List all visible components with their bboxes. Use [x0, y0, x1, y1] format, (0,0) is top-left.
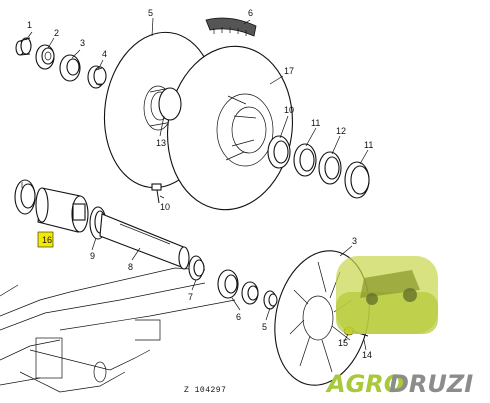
chassis-sketch	[0, 267, 236, 393]
callout-2: 3	[352, 236, 357, 246]
part-12-ring	[293, 143, 317, 177]
callout-5-top: 3	[80, 38, 85, 48]
callout-1: 17	[284, 66, 294, 76]
part-6-nut-lower	[188, 255, 205, 281]
watermark-part1: AGRO	[325, 370, 404, 398]
part-6-nut-top	[87, 65, 107, 89]
part-13-segment	[205, 17, 257, 37]
part-4-bearing-lower	[241, 281, 259, 305]
callout-12: 11	[311, 118, 320, 128]
callout-3-top: 1	[27, 20, 32, 30]
part-11-ring-b	[318, 151, 342, 185]
part-16-bolt	[151, 183, 162, 204]
watermark-part2: DRUZI	[389, 370, 473, 398]
callout-6-top: 4	[102, 49, 107, 59]
callout-16: 10	[160, 202, 170, 212]
part-7-shaft	[99, 213, 190, 270]
callout-4-top: 2	[54, 28, 59, 38]
part-3-small-ring-top	[15, 37, 32, 56]
callout-3-lower: 5	[262, 322, 267, 332]
reference-code: Z 104297	[184, 386, 226, 395]
callout-9-highlight	[37, 231, 54, 248]
leader-lines	[21, 17, 369, 351]
callout-9: 16	[42, 235, 52, 245]
callout-10-left: 13	[156, 138, 166, 148]
part-1-front-sheave	[158, 45, 293, 211]
part-4-bearing-top	[35, 44, 55, 70]
agrodruzi-logo: AGRO DRUZI	[325, 256, 473, 398]
callout-14: 14	[362, 350, 372, 360]
callout-10-right: 11	[364, 140, 373, 150]
callout-11-b: 12	[336, 126, 346, 136]
part-10-ring-right	[344, 161, 370, 199]
part-5-washer-top	[59, 54, 81, 82]
part-9-sleeve	[35, 187, 89, 233]
part-5-washer-lower	[217, 269, 239, 299]
callout-8: 9	[90, 251, 95, 261]
callout-5-lower: 6	[236, 312, 241, 322]
part-3-ring-left	[14, 179, 36, 215]
callout-6-lower: 7	[188, 292, 193, 302]
part-11-ring-a	[267, 135, 291, 169]
callout-17: 5	[148, 8, 153, 18]
part-3-ring-lower	[263, 290, 278, 310]
callout-15: 15	[338, 338, 348, 348]
callout-11-a: 10	[284, 105, 294, 115]
callout-13: 6	[248, 8, 253, 18]
callouts: 1 2 3 4 5 6 17 13 10 11 12 11 10 16 9 8 …	[27, 8, 373, 360]
callout-7: 8	[128, 262, 133, 272]
